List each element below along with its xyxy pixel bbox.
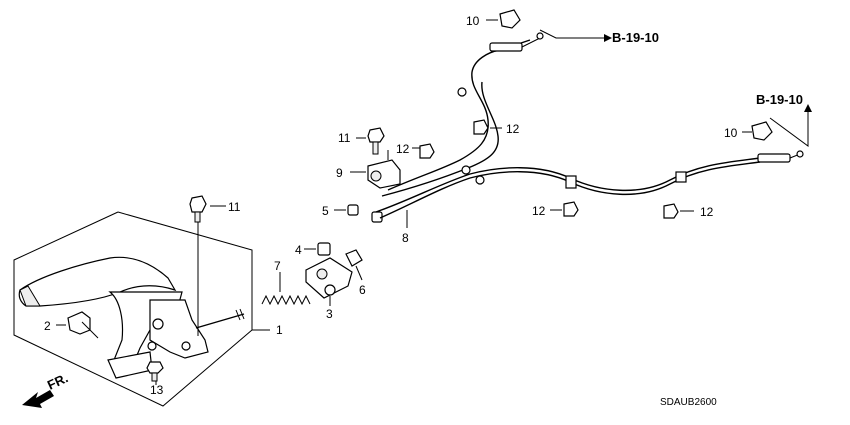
bolt-12-a [473,119,502,135]
callout-12-d: 12 [700,205,714,219]
bolt-13 [146,361,164,385]
callout-9: 9 [336,166,343,180]
callout-3: 3 [326,307,333,321]
callout-11-left: 11 [228,200,241,214]
ref-arrow-top [539,29,612,42]
nut-4 [304,242,331,256]
clip-10-top [486,9,521,29]
front-label: FR. [45,370,70,392]
cable-end-top [489,32,544,52]
bolt-12-c [550,201,579,217]
parking-brake-lever [18,256,245,379]
front-arrow-icon [22,390,54,408]
bolt-11-left [189,195,226,336]
callout-10-top: 10 [466,14,480,28]
callout-7: 7 [274,259,281,273]
bolt-12-d [663,203,694,219]
callout-2: 2 [44,319,51,333]
callout-6: 6 [359,283,366,297]
callout-12-b: 12 [396,142,410,156]
bracket-9 [350,150,401,189]
ref-label-top: B-19-10 [612,30,659,45]
cable-end-8 [371,210,408,228]
callout-12-c: 12 [532,204,546,218]
equalizer-3 [305,257,353,306]
callout-8: 8 [402,231,409,245]
adjuster-6 [345,249,363,281]
callout-5: 5 [322,204,329,218]
brake-cables [375,32,804,219]
callout-1: 1 [276,323,283,337]
callout-13: 13 [150,383,164,397]
brake-switch [56,311,99,339]
ref-label-right: B-19-10 [756,92,803,107]
bolt-11-center [356,127,385,155]
ref-arrow-right [769,104,812,147]
diagram-code: SDAUB2600 [660,397,717,408]
bolt-12-b [412,143,435,159]
clip-10-right [742,121,773,141]
spring-7 [261,272,311,306]
cable-end-right [757,150,804,163]
lever-assembly-box [13,211,270,407]
cable-end-5 [334,204,359,216]
callout-11-center: 11 [338,131,351,145]
callout-10-right: 10 [724,126,738,140]
callout-4: 4 [295,243,302,257]
callout-12-a: 12 [506,122,520,136]
